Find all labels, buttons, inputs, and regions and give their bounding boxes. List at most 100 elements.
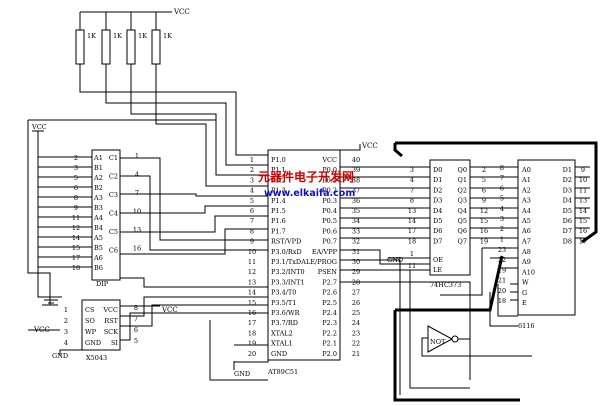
mcu-pin-label: P1.1 (271, 166, 286, 174)
latch-pin-number: 8 (410, 197, 414, 205)
mcu-pin-label: P3.5/T1 (271, 299, 296, 307)
mcu-pin-number: 21 (352, 350, 360, 358)
mcu-pin-number: 5 (250, 197, 254, 205)
ram-pin-label: A3 (521, 197, 531, 205)
mcu-pin-label: P0.2 (322, 187, 337, 195)
dip-pin-label: C2 (109, 173, 118, 181)
mcu-pin-number: 28 (352, 278, 360, 286)
x5043-pin-label: WP (85, 328, 97, 336)
ram-pin-label: A0 (521, 166, 531, 174)
resistor (101, 29, 111, 65)
ram-pin-label: D1 (563, 166, 572, 174)
mcu-pin-number: 4 (250, 187, 254, 195)
ram-pin-number: 10 (579, 176, 587, 184)
ram-pin-number: 2 (500, 225, 504, 233)
ram-pin-label: D8 (563, 237, 572, 245)
dip-pin-label: B2 (94, 184, 103, 192)
latch-pin-label: D6 (433, 227, 442, 235)
vcc-label-wp: VCC (33, 326, 50, 334)
dip-pin-number: 7 (135, 189, 139, 197)
dip-pin-number: 3 (74, 164, 78, 172)
ram-pin-label: W (522, 279, 529, 287)
data-bus (393, 141, 598, 402)
resistor-label: 1K (138, 32, 147, 40)
resistor-label: 1K (163, 32, 172, 40)
dip-pin-label: C6 (109, 247, 118, 255)
latch-pin-number: 17 (408, 227, 416, 235)
ram-pin-label: A5 (521, 217, 531, 225)
mcu-pin-number: 30 (352, 258, 360, 266)
mcu-pin-label: P2.0 (322, 350, 337, 358)
mcu-pin-number: 9 (250, 238, 254, 246)
dip-pin-label: B4 (94, 224, 103, 232)
mcu-pin-label: P3.6/WR (271, 309, 301, 317)
ground-symbol (40, 296, 62, 304)
mcu-pin-label: P0.1 (322, 176, 337, 184)
ram-pin-number: 8 (500, 164, 504, 172)
latch-pin-number: 16 (480, 227, 488, 235)
dip-pin-label: C1 (109, 154, 118, 162)
latch-pin-number: 14 (408, 217, 416, 225)
latch-pin-number: 4 (410, 176, 414, 184)
mcu-pin-label: XTAL1 (271, 340, 293, 348)
mcu-pin-number: 25 (352, 309, 360, 317)
latch-oe-label: OE (433, 256, 443, 264)
mcu-pin-label: P2.5 (322, 299, 337, 307)
mcu-pin-label: RST/VPD (271, 238, 301, 246)
dip-pin-number: 15 (72, 244, 80, 252)
ram-pin-number: 20 (498, 287, 506, 295)
mcu-pin-label: P3.3/INT1 (271, 278, 305, 286)
dip-pin-number: 10 (133, 208, 141, 216)
mcu-pin-label: XTAL2 (271, 329, 293, 337)
resistor (151, 29, 161, 65)
not-gate-bubble (451, 335, 459, 343)
ram-pin-number: 7 (500, 174, 504, 182)
mcu-pin-number: 12 (248, 268, 256, 276)
x5043-pin-number: 6 (134, 326, 138, 334)
not-gate (427, 325, 454, 353)
dip-pin-number: 5 (74, 174, 78, 182)
x5043-pin-label: GND (85, 339, 101, 347)
mcu-pin-label: P0.0 (322, 166, 337, 174)
dip-pin-number: 4 (135, 171, 139, 179)
mcu-chip (267, 149, 341, 361)
ram-pin-number: 6 (500, 184, 504, 192)
latch-pin-label: D2 (433, 186, 442, 194)
mcu-pin-label: P0.4 (322, 207, 337, 215)
x5043-pin-number: 1 (64, 306, 68, 314)
ram-pin-label: A4 (521, 207, 531, 215)
resistor-label: 1K (87, 32, 96, 40)
latch-pin-label: Q7 (458, 237, 467, 245)
latch-le-label: LE (433, 266, 442, 274)
dip-pin-number: 16 (133, 245, 141, 253)
mcu-pin-label: P1.5 (271, 207, 286, 215)
mcu-pin-label: P2.2 (322, 329, 337, 337)
dip-pin-label: A4 (93, 214, 103, 222)
ram-pin-label: A2 (521, 186, 531, 194)
resistor-label: 1K (113, 32, 122, 40)
ram-pin-number: 16 (579, 227, 587, 235)
latch-pin-label: Q4 (458, 207, 467, 215)
mcu-pin-label: P3.1/TxD (271, 258, 301, 266)
latch-pin-number: 15 (480, 217, 488, 225)
vcc-label-dip: VCC (31, 123, 47, 131)
x5043-pin-label: VCC (102, 306, 118, 314)
latch-pin-number: 19 (480, 237, 488, 245)
gnd-label-x5043: GND (52, 352, 68, 360)
dip-pin-label: A3 (93, 194, 103, 202)
dip-pin-number: 18 (72, 264, 80, 272)
latch-pin-label: D7 (433, 237, 442, 245)
latch-name: 74HC373 (430, 281, 461, 289)
ram-pin-number: 1 (500, 235, 504, 243)
dip-pin-number: 13 (133, 226, 141, 234)
latch-pin-number: 2 (482, 166, 486, 174)
ram-pin-label: A8 (521, 248, 531, 256)
mcu-pin-label: P3.7/RD (271, 319, 298, 327)
mcu-pin-number: 26 (352, 299, 360, 307)
latch-chip (429, 159, 471, 276)
dip-pin-label: B5 (94, 244, 103, 252)
watermark-url: www.elkaifa.com (264, 188, 355, 199)
mcu-pin-number: 38 (352, 176, 360, 184)
mcu-pin-label: GND (271, 350, 287, 358)
dip-pin-label: C5 (109, 228, 118, 236)
